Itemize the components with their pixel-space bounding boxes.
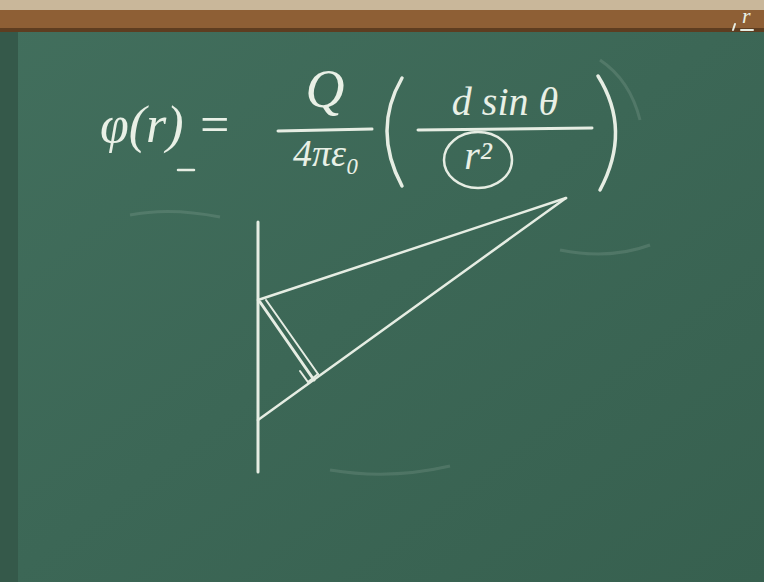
board-edge bbox=[0, 32, 18, 582]
denominator-constant: 4πε₀ bbox=[293, 133, 359, 175]
circle-mark bbox=[444, 132, 512, 188]
fraction-bar bbox=[278, 129, 372, 131]
vector-symbol: r bbox=[742, 4, 751, 28]
perpendicular-d bbox=[260, 302, 314, 380]
vector-underline bbox=[741, 29, 753, 31]
potential-symbol: φ(r) = bbox=[100, 96, 232, 153]
comma-mark bbox=[733, 24, 735, 30]
denominator-term: r² bbox=[464, 134, 492, 178]
charge-symbol: Q bbox=[306, 60, 345, 119]
right-parenthesis bbox=[598, 76, 616, 190]
frame-shadow bbox=[0, 28, 764, 32]
left-parenthesis bbox=[387, 78, 402, 186]
perpendicular-d bbox=[266, 300, 318, 374]
chalk-lines bbox=[178, 24, 753, 472]
wall bbox=[0, 0, 764, 10]
vector-underline bbox=[178, 169, 194, 172]
upper-ray bbox=[258, 198, 566, 300]
wood-frame bbox=[0, 10, 764, 32]
right-angle-mark bbox=[300, 371, 318, 382]
fraction-bar bbox=[418, 128, 592, 130]
lower-ray bbox=[258, 198, 566, 420]
numerator-term: d sin θ bbox=[452, 80, 558, 124]
vertical-axis bbox=[257, 222, 260, 472]
